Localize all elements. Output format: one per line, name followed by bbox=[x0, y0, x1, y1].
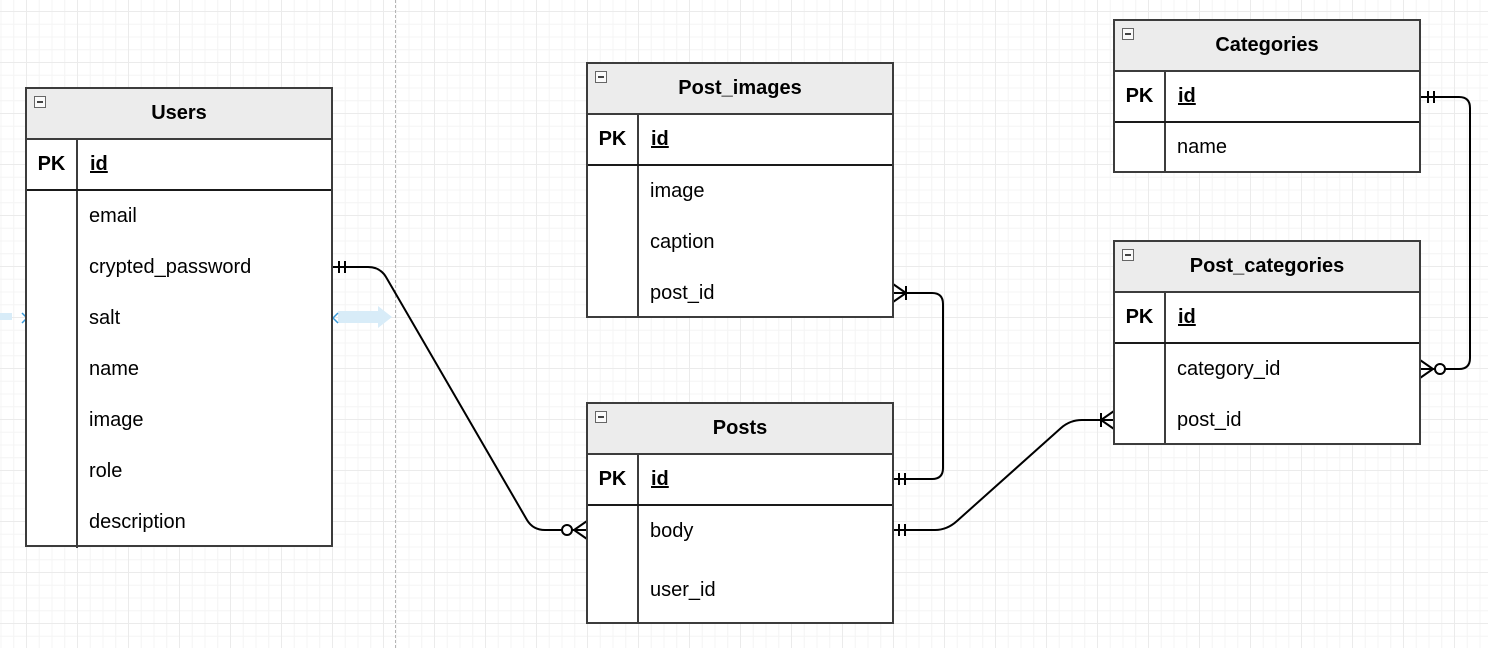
field-row[interactable]: salt bbox=[89, 307, 121, 329]
pk-row[interactable]: PK id bbox=[1115, 293, 1419, 344]
posts-table-header[interactable]: Posts bbox=[588, 404, 892, 455]
collapse-icon[interactable] bbox=[1122, 249, 1134, 261]
post-categories-table-header[interactable]: Post_categories bbox=[1115, 242, 1419, 293]
link-users-posts[interactable] bbox=[333, 261, 588, 540]
table-title: Post_images bbox=[678, 77, 802, 99]
field-row[interactable]: category_id bbox=[1177, 358, 1281, 380]
field-row[interactable]: email bbox=[89, 205, 137, 227]
link-categories-post-categories[interactable] bbox=[1419, 91, 1471, 379]
field-row[interactable]: caption bbox=[650, 231, 715, 253]
table-title: Users bbox=[151, 102, 207, 124]
collapse-icon[interactable] bbox=[1122, 28, 1134, 40]
field-row[interactable]: description bbox=[89, 511, 186, 533]
collapse-icon[interactable] bbox=[34, 96, 46, 108]
post-images-table-header[interactable]: Post_images bbox=[588, 64, 892, 115]
pk-field: id bbox=[651, 128, 669, 150]
collapse-icon[interactable] bbox=[595, 71, 607, 83]
pk-label: PK bbox=[588, 115, 639, 164]
pk-label: PK bbox=[27, 140, 78, 189]
pk-row[interactable]: PK id bbox=[27, 140, 331, 191]
field-list: name bbox=[1115, 123, 1419, 171]
field-row[interactable]: image bbox=[89, 409, 144, 431]
collapse-icon[interactable] bbox=[595, 411, 607, 423]
post-categories-table[interactable]: Post_categories PK id category_id post_i… bbox=[1113, 240, 1421, 445]
field-row[interactable]: crypted_password bbox=[89, 256, 252, 278]
field-list: image caption post_id bbox=[588, 166, 892, 318]
field-row[interactable]: body bbox=[650, 520, 694, 542]
pk-field: id bbox=[1178, 85, 1196, 107]
pk-label: PK bbox=[1115, 293, 1166, 342]
posts-table[interactable]: Posts PK id body user_id bbox=[586, 402, 894, 624]
link-posts-post-categories[interactable] bbox=[893, 410, 1115, 536]
field-row[interactable]: name bbox=[89, 358, 140, 380]
pk-row[interactable]: PK id bbox=[588, 455, 892, 506]
table-title: Post_categories bbox=[1189, 255, 1345, 277]
categories-table-header[interactable]: Categories bbox=[1115, 21, 1419, 72]
page-divider bbox=[395, 0, 396, 648]
field-list: email crypted_password salt name image r… bbox=[27, 191, 331, 548]
pk-label: PK bbox=[1115, 72, 1166, 121]
pk-row[interactable]: PK id bbox=[1115, 72, 1419, 123]
field-row[interactable]: user_id bbox=[650, 578, 716, 601]
link-posts-post-images[interactable] bbox=[892, 283, 944, 485]
field-row[interactable]: image bbox=[650, 180, 705, 202]
post-images-table[interactable]: Post_images PK id image caption post_id bbox=[586, 62, 894, 318]
table-title: Posts bbox=[712, 417, 768, 439]
field-row[interactable]: post_id bbox=[1177, 408, 1242, 431]
users-table[interactable]: Users PK id email crypted_password salt … bbox=[25, 87, 333, 548]
field-row[interactable]: name bbox=[1177, 135, 1228, 158]
pk-row[interactable]: PK id bbox=[588, 115, 892, 166]
pk-field: id bbox=[651, 468, 669, 490]
users-table-header[interactable]: Users bbox=[27, 89, 331, 140]
field-row[interactable]: role bbox=[89, 460, 123, 482]
pk-field: id bbox=[90, 153, 108, 175]
field-row[interactable]: post_id bbox=[650, 281, 715, 304]
pk-label: PK bbox=[588, 455, 639, 504]
categories-table[interactable]: Categories PK id name bbox=[1113, 19, 1421, 173]
pk-field: id bbox=[1178, 306, 1196, 328]
field-list: category_id post_id bbox=[1115, 344, 1419, 445]
table-title: Categories bbox=[1215, 34, 1319, 56]
field-list: body user_id bbox=[588, 506, 892, 623]
